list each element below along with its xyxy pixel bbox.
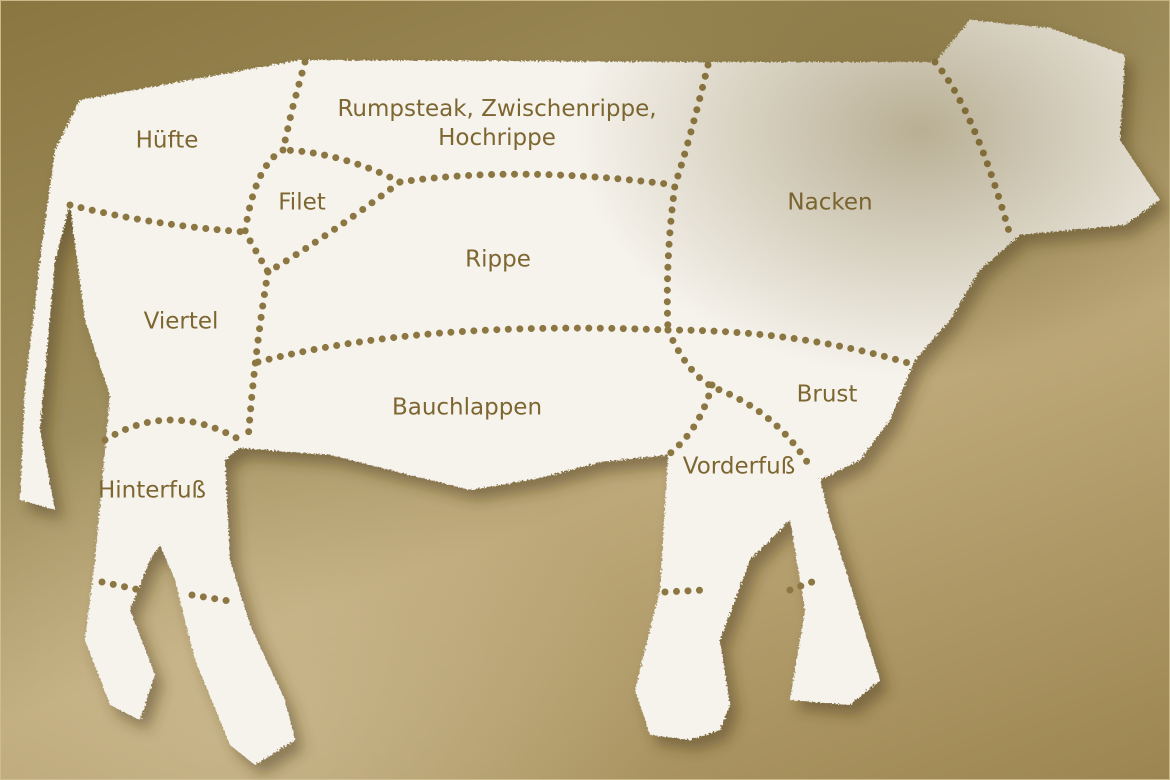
label-vorderfuss: Vorderfuß <box>683 453 795 482</box>
label-filet: Filet <box>278 189 326 218</box>
label-brust: Brust <box>797 381 858 410</box>
label-hinterfuss: Hinterfuß <box>98 477 206 506</box>
label-rumpsteak: Rumpsteak, Zwischenrippe, Hochrippe <box>317 95 677 153</box>
label-rippe: Rippe <box>465 246 531 275</box>
label-bauchlappen: Bauchlappen <box>392 394 542 423</box>
label-huefte: Hüfte <box>136 127 199 156</box>
label-nacken: Nacken <box>787 189 872 218</box>
label-viertel: Viertel <box>144 308 219 337</box>
